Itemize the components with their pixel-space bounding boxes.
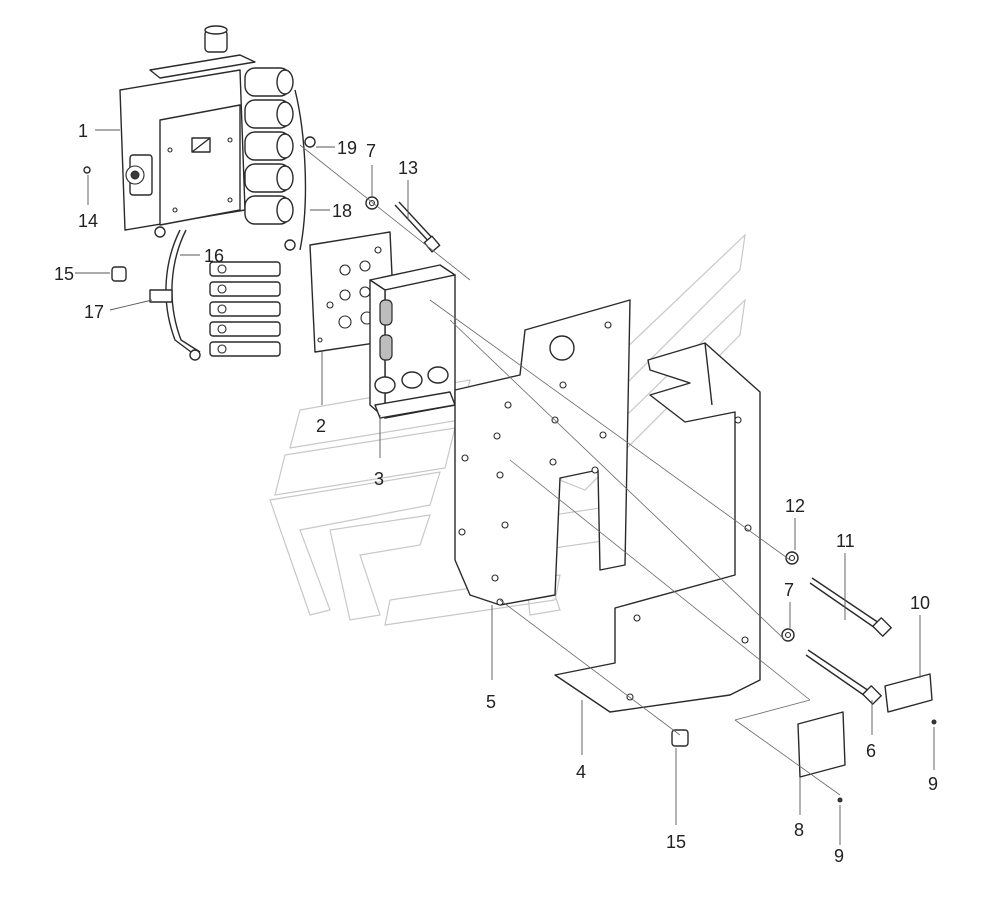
bolt-6 (807, 649, 873, 694)
callout-11: 11 (836, 531, 855, 551)
callout-labels: 1 2 3 4 5 6 7 7 8 9 9 10 11 12 13 14 15 … (54, 121, 938, 866)
callout-3: 3 (374, 469, 384, 489)
callout-5: 5 (486, 692, 496, 712)
bolt-11 (811, 577, 883, 626)
callout-12: 12 (785, 496, 805, 516)
callout-18: 18 (332, 201, 352, 221)
bolt-15-right (671, 729, 689, 747)
connector-plugs (209, 261, 281, 357)
callout-14: 14 (78, 211, 98, 231)
cover-plate-10 (884, 673, 933, 713)
callout-8: 8 (794, 820, 804, 840)
assembly-lines (299, 144, 841, 796)
bolt-15-left (111, 266, 127, 282)
callout-13: 13 (398, 158, 418, 178)
callout-10: 10 (910, 593, 930, 613)
callout-15-left: 15 (54, 264, 74, 284)
mounting-plate (454, 299, 631, 606)
valve-block-assembly (119, 25, 307, 361)
manifold-block (369, 264, 456, 419)
screw-9-right (931, 719, 937, 725)
screw-14 (83, 166, 91, 174)
callout-2: 2 (316, 416, 326, 436)
washer-19 (304, 136, 316, 148)
solenoid-coils (244, 67, 294, 225)
callout-4: 4 (576, 762, 586, 782)
callout-7-lower: 7 (784, 580, 794, 600)
callout-9-right: 9 (928, 774, 938, 794)
screw-9-bottom (837, 797, 843, 803)
hardware (83, 136, 937, 803)
callout-19: 19 (337, 138, 357, 158)
callout-1: 1 (78, 121, 88, 141)
callout-17: 17 (84, 302, 104, 322)
leader-lines (75, 129, 935, 845)
callout-7-upper: 7 (366, 141, 376, 161)
callout-16: 16 (204, 246, 224, 266)
callout-6: 6 (866, 741, 876, 761)
bolt-13 (394, 204, 433, 246)
callout-9-bottom: 9 (834, 846, 844, 866)
cover-plate-8 (797, 711, 846, 778)
callout-15-right: 15 (666, 832, 686, 852)
